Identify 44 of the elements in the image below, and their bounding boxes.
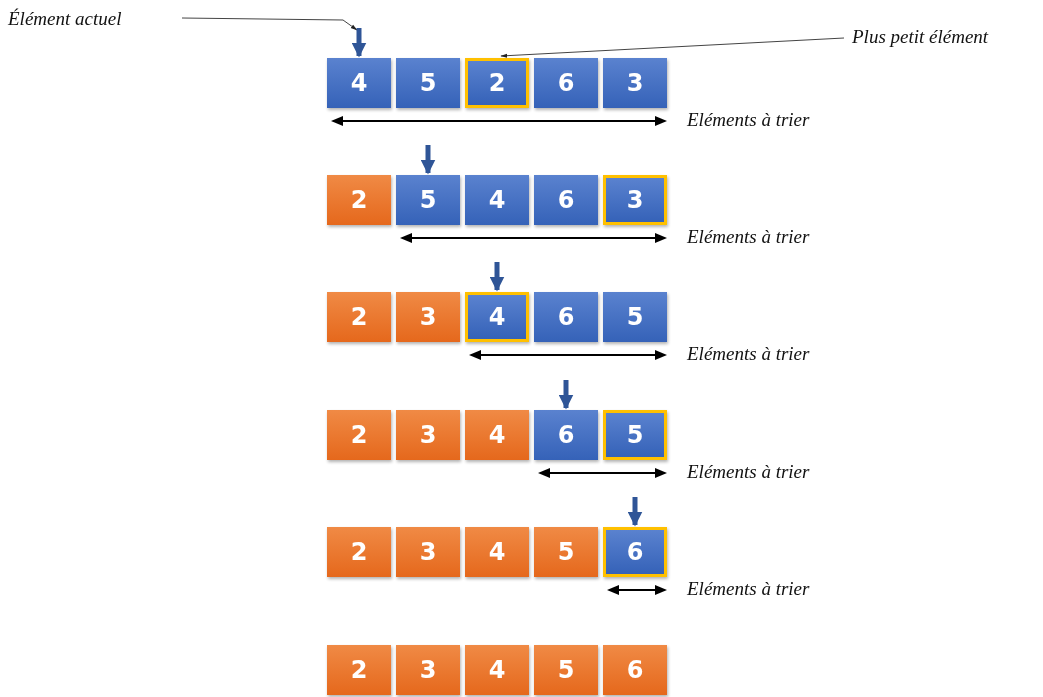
array-cell: 6 (603, 645, 667, 695)
array-cell: 6 (534, 410, 598, 460)
callout-text: Plus petit élément (852, 26, 989, 48)
array-cell: 6 (534, 175, 598, 225)
array-cell: 5 (396, 58, 460, 108)
array-cell: 6 (534, 292, 598, 342)
leader-line (181, 17, 358, 31)
array-cell: 2 (465, 58, 529, 108)
array-cell: 4 (465, 292, 529, 342)
callout-text: Élément actuel (8, 8, 122, 30)
pointer-arrow (627, 497, 643, 527)
array-cell: 4 (465, 645, 529, 695)
array-cell: 2 (327, 527, 391, 577)
leader-line (500, 37, 845, 58)
array-cell: 5 (534, 527, 598, 577)
array-cell: 2 (327, 292, 391, 342)
pointer-arrow (351, 28, 367, 58)
pointer-arrow (489, 262, 505, 292)
array-cell: 5 (603, 410, 667, 460)
array-cell: 5 (534, 645, 598, 695)
range-label: Eléments à trier (687, 109, 810, 131)
range-label: Eléments à trier (687, 461, 810, 483)
array-cell: 3 (396, 645, 460, 695)
array-cell: 3 (396, 292, 460, 342)
array-cell: 4 (465, 527, 529, 577)
range-label: Eléments à trier (687, 226, 810, 248)
array-cell: 5 (396, 175, 460, 225)
pointer-arrow (420, 145, 436, 175)
array-cell: 3 (396, 410, 460, 460)
array-cell: 2 (327, 410, 391, 460)
array-cell: 4 (465, 175, 529, 225)
array-cell: 6 (603, 527, 667, 577)
array-cell: 3 (396, 527, 460, 577)
array-cell: 2 (327, 645, 391, 695)
array-cell: 4 (327, 58, 391, 108)
array-cell: 3 (603, 175, 667, 225)
range-label: Eléments à trier (687, 578, 810, 600)
array-cell: 2 (327, 175, 391, 225)
array-cell: 3 (603, 58, 667, 108)
pointer-arrow (558, 380, 574, 410)
array-cell: 5 (603, 292, 667, 342)
array-cell: 4 (465, 410, 529, 460)
array-cell: 6 (534, 58, 598, 108)
range-label: Eléments à trier (687, 343, 810, 365)
